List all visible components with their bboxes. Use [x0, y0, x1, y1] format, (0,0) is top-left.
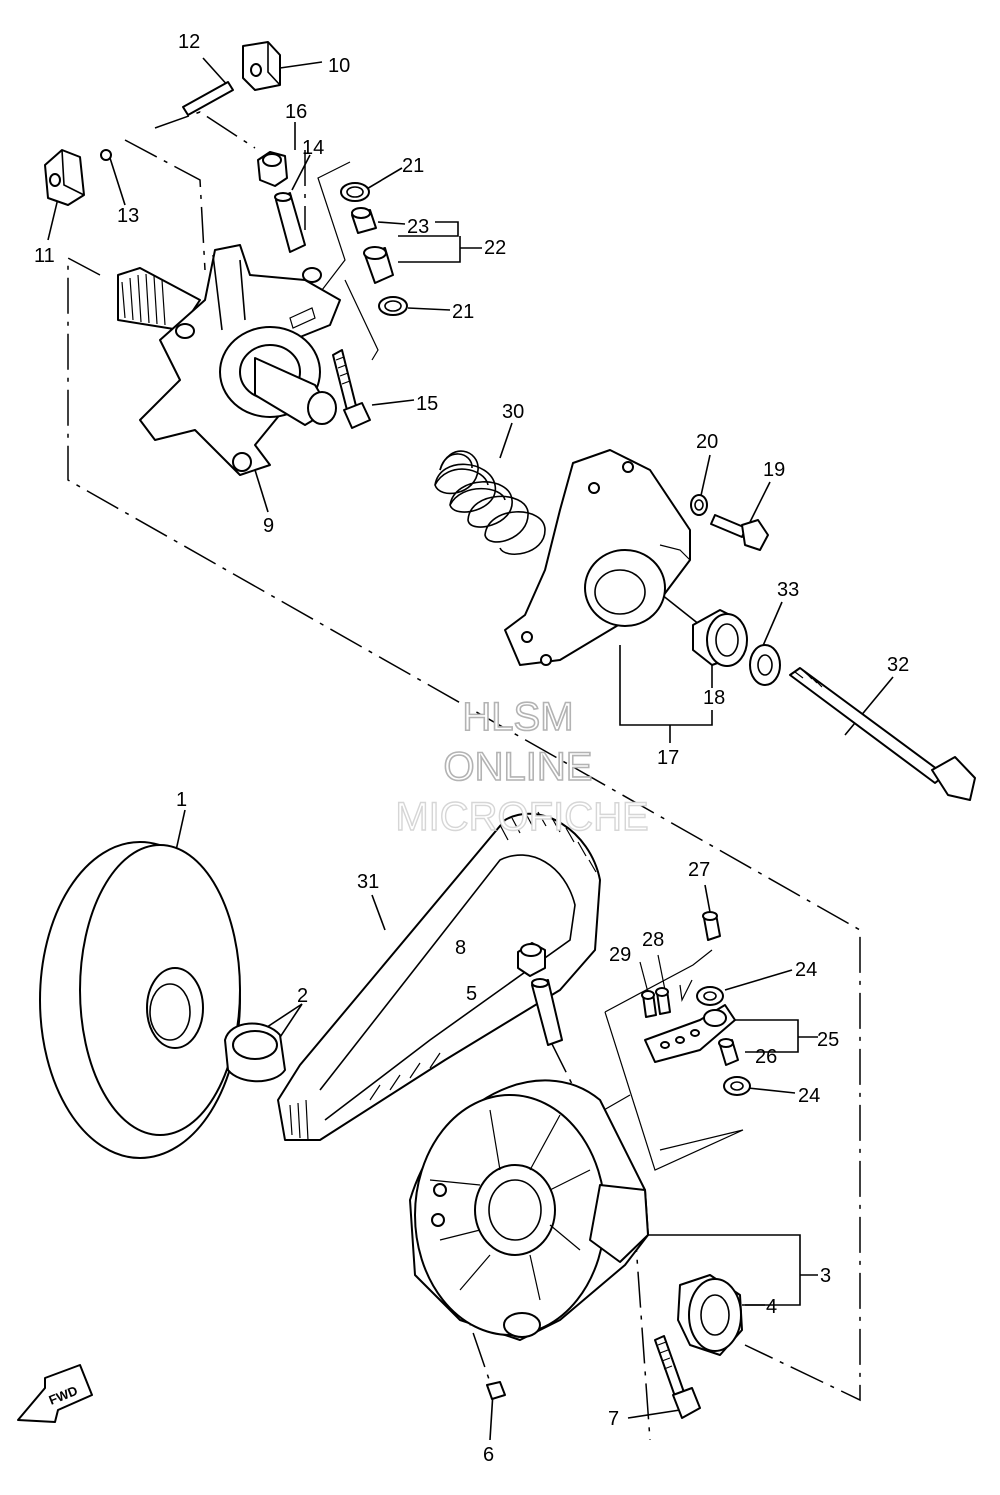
part-20-washer — [690, 494, 708, 516]
part-5-collar — [531, 978, 563, 1046]
part-31-drive-belt — [277, 811, 601, 1141]
forward-direction-arrow: FWD — [17, 1364, 93, 1423]
callout-25: 25 — [817, 1029, 839, 1051]
callout-23: 23 — [407, 216, 429, 238]
part-18-collar — [692, 609, 748, 667]
part-3-movable-sheave — [409, 1079, 649, 1341]
part-15-bolt — [332, 349, 371, 429]
part-11-slider-block — [44, 149, 85, 206]
part-16-nut — [257, 151, 288, 187]
callout-5: 5 — [466, 983, 477, 1005]
callout-27: 27 — [688, 859, 710, 881]
callout-9: 9 — [263, 515, 274, 537]
part-21-bushing-upper — [340, 182, 370, 202]
part-14-collar — [274, 192, 306, 253]
callout-21-upper: 21 — [402, 155, 424, 177]
callout-15: 15 — [416, 393, 438, 415]
part-25-bracket-plate — [644, 1004, 736, 1063]
part-1-fixed-sheave — [39, 841, 241, 1159]
part-8-nut — [517, 942, 546, 977]
part-21-bushing-lower — [378, 296, 408, 316]
callout-6: 6 — [483, 1444, 494, 1466]
callout-13: 13 — [117, 205, 139, 227]
part-24-washer-lower — [723, 1076, 751, 1096]
callout-28: 28 — [642, 929, 664, 951]
part-28-screw — [655, 987, 671, 1015]
part-33-washer — [749, 644, 781, 686]
part-9-spider-assembly — [117, 244, 341, 476]
callout-14: 14 — [302, 137, 324, 159]
callout-19: 19 — [763, 459, 785, 481]
part-23-bushing — [351, 207, 377, 234]
callout-16: 16 — [285, 101, 307, 123]
callout-18: 18 — [703, 687, 725, 709]
part-2-split-bushing — [224, 1022, 286, 1083]
callout-29: 29 — [609, 944, 631, 966]
watermark-line-3: MICROFICHE — [395, 795, 648, 839]
part-7-bolt — [654, 1335, 701, 1419]
part-22-bushing-assembly — [363, 246, 394, 284]
watermark-line-1: HLSM — [462, 695, 573, 739]
callout-labels: 12 10 16 14 21 23 22 13 11 21 15 30 20 1… — [34, 31, 909, 1466]
callout-24-upper: 24 — [795, 959, 817, 981]
callout-30: 30 — [502, 401, 524, 423]
callout-17: 17 — [657, 747, 679, 769]
callout-20: 20 — [696, 431, 718, 453]
callout-33: 33 — [777, 579, 799, 601]
watermark-line-2: ONLINE — [444, 745, 593, 789]
callout-32: 32 — [887, 654, 909, 676]
callout-31: 31 — [357, 871, 379, 893]
part-12-pin — [182, 81, 234, 116]
callout-3: 3 — [820, 1265, 831, 1287]
callout-4: 4 — [766, 1296, 777, 1318]
callout-22: 22 — [484, 237, 506, 259]
watermark: HLSM ONLINE MICROFICHE — [395, 694, 650, 840]
part-19-bolt — [710, 514, 769, 551]
part-4-bearing — [677, 1274, 743, 1356]
part-24-washer-upper — [696, 986, 724, 1006]
callout-11: 11 — [34, 245, 55, 267]
callout-21-lower: 21 — [452, 301, 474, 323]
callout-12: 12 — [178, 31, 200, 53]
leader-lines — [47, 57, 894, 1441]
callout-7: 7 — [608, 1408, 619, 1430]
callout-8: 8 — [455, 937, 466, 959]
part-10-slider-block — [242, 41, 281, 91]
part-30-spring — [434, 450, 546, 556]
part-6-plug — [486, 1381, 506, 1400]
part-26-collar — [718, 1038, 739, 1066]
part-27-screw — [702, 911, 721, 941]
callout-2: 2 — [297, 985, 308, 1007]
callout-26: 26 — [755, 1046, 777, 1068]
part-29-screw — [641, 990, 657, 1018]
callout-24-lower: 24 — [798, 1085, 820, 1107]
callout-1: 1 — [176, 789, 187, 811]
callout-10: 10 — [328, 55, 350, 77]
part-13-o-ring — [100, 149, 112, 161]
part-17-cover-plate — [504, 449, 691, 666]
part-32-long-bolt — [789, 667, 976, 801]
